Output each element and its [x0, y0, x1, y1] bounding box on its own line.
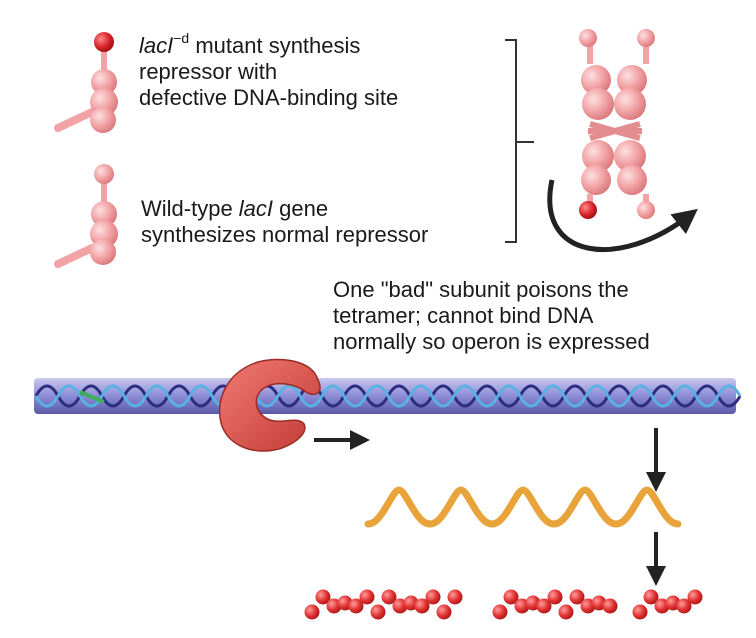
protein-chains — [304, 589, 703, 620]
protein-chain-icon — [632, 589, 703, 620]
protein-bead — [304, 604, 320, 620]
poison-line1: One "bad" subunit poisons the — [333, 277, 629, 302]
curved-arrow — [547, 179, 698, 253]
protein-bead — [425, 589, 441, 605]
repressor-tetramer-icon — [579, 29, 655, 219]
mutant-line3: defective DNA-binding site — [139, 85, 399, 110]
mutant-superscript: −d — [173, 29, 190, 46]
mrna-wave-icon — [364, 486, 682, 528]
protein-bead — [569, 589, 585, 605]
protein-bead — [370, 604, 386, 620]
dna-helix-icon — [34, 378, 742, 414]
protein-bead — [676, 598, 692, 614]
protein-chain-icon — [304, 589, 463, 620]
wildtype-line1-suffix: gene — [273, 196, 329, 221]
wildtype-label: Wild-type lacI gene synthesizes normal r… — [141, 196, 501, 248]
poison-line3: normally so operon is expressed — [333, 329, 650, 354]
mutant-repressor-monomer-icon — [54, 32, 118, 133]
protein-bead — [315, 589, 331, 605]
protein-bead — [643, 589, 659, 605]
poison-label: One "bad" subunit poisons the tetramer; … — [333, 277, 743, 355]
protein-bead — [447, 589, 463, 605]
protein-bead — [414, 598, 430, 614]
poison-line2: tetramer; cannot bind DNA — [333, 303, 594, 328]
protein-chain-icon — [492, 589, 618, 620]
protein-bead — [687, 589, 703, 605]
wildtype-repressor-monomer-icon — [54, 164, 118, 268]
wildtype-line2: synthesizes normal repressor — [141, 222, 429, 247]
wildtype-line1-prefix: Wild-type — [141, 196, 239, 221]
protein-bead — [602, 598, 618, 614]
mutant-label: lacI−d mutant synthesis repressor with d… — [139, 29, 479, 111]
protein-bead — [436, 604, 452, 620]
bracket — [505, 39, 534, 243]
repressor-c-shape-icon — [218, 358, 321, 452]
mutant-gene-name: lacI — [139, 33, 174, 58]
protein-bead — [359, 589, 375, 605]
protein-bead — [632, 604, 648, 620]
protein-bead — [492, 604, 508, 620]
protein-bead — [547, 589, 563, 605]
mutant-line1: mutant synthesis — [189, 33, 361, 58]
wildtype-gene-name: lacI — [238, 196, 274, 221]
mutant-line2: repressor with — [139, 59, 278, 84]
protein-bead — [536, 598, 552, 614]
protein-bead — [503, 589, 519, 605]
protein-bead — [381, 589, 397, 605]
protein-bead — [558, 604, 574, 620]
protein-bead — [348, 598, 364, 614]
